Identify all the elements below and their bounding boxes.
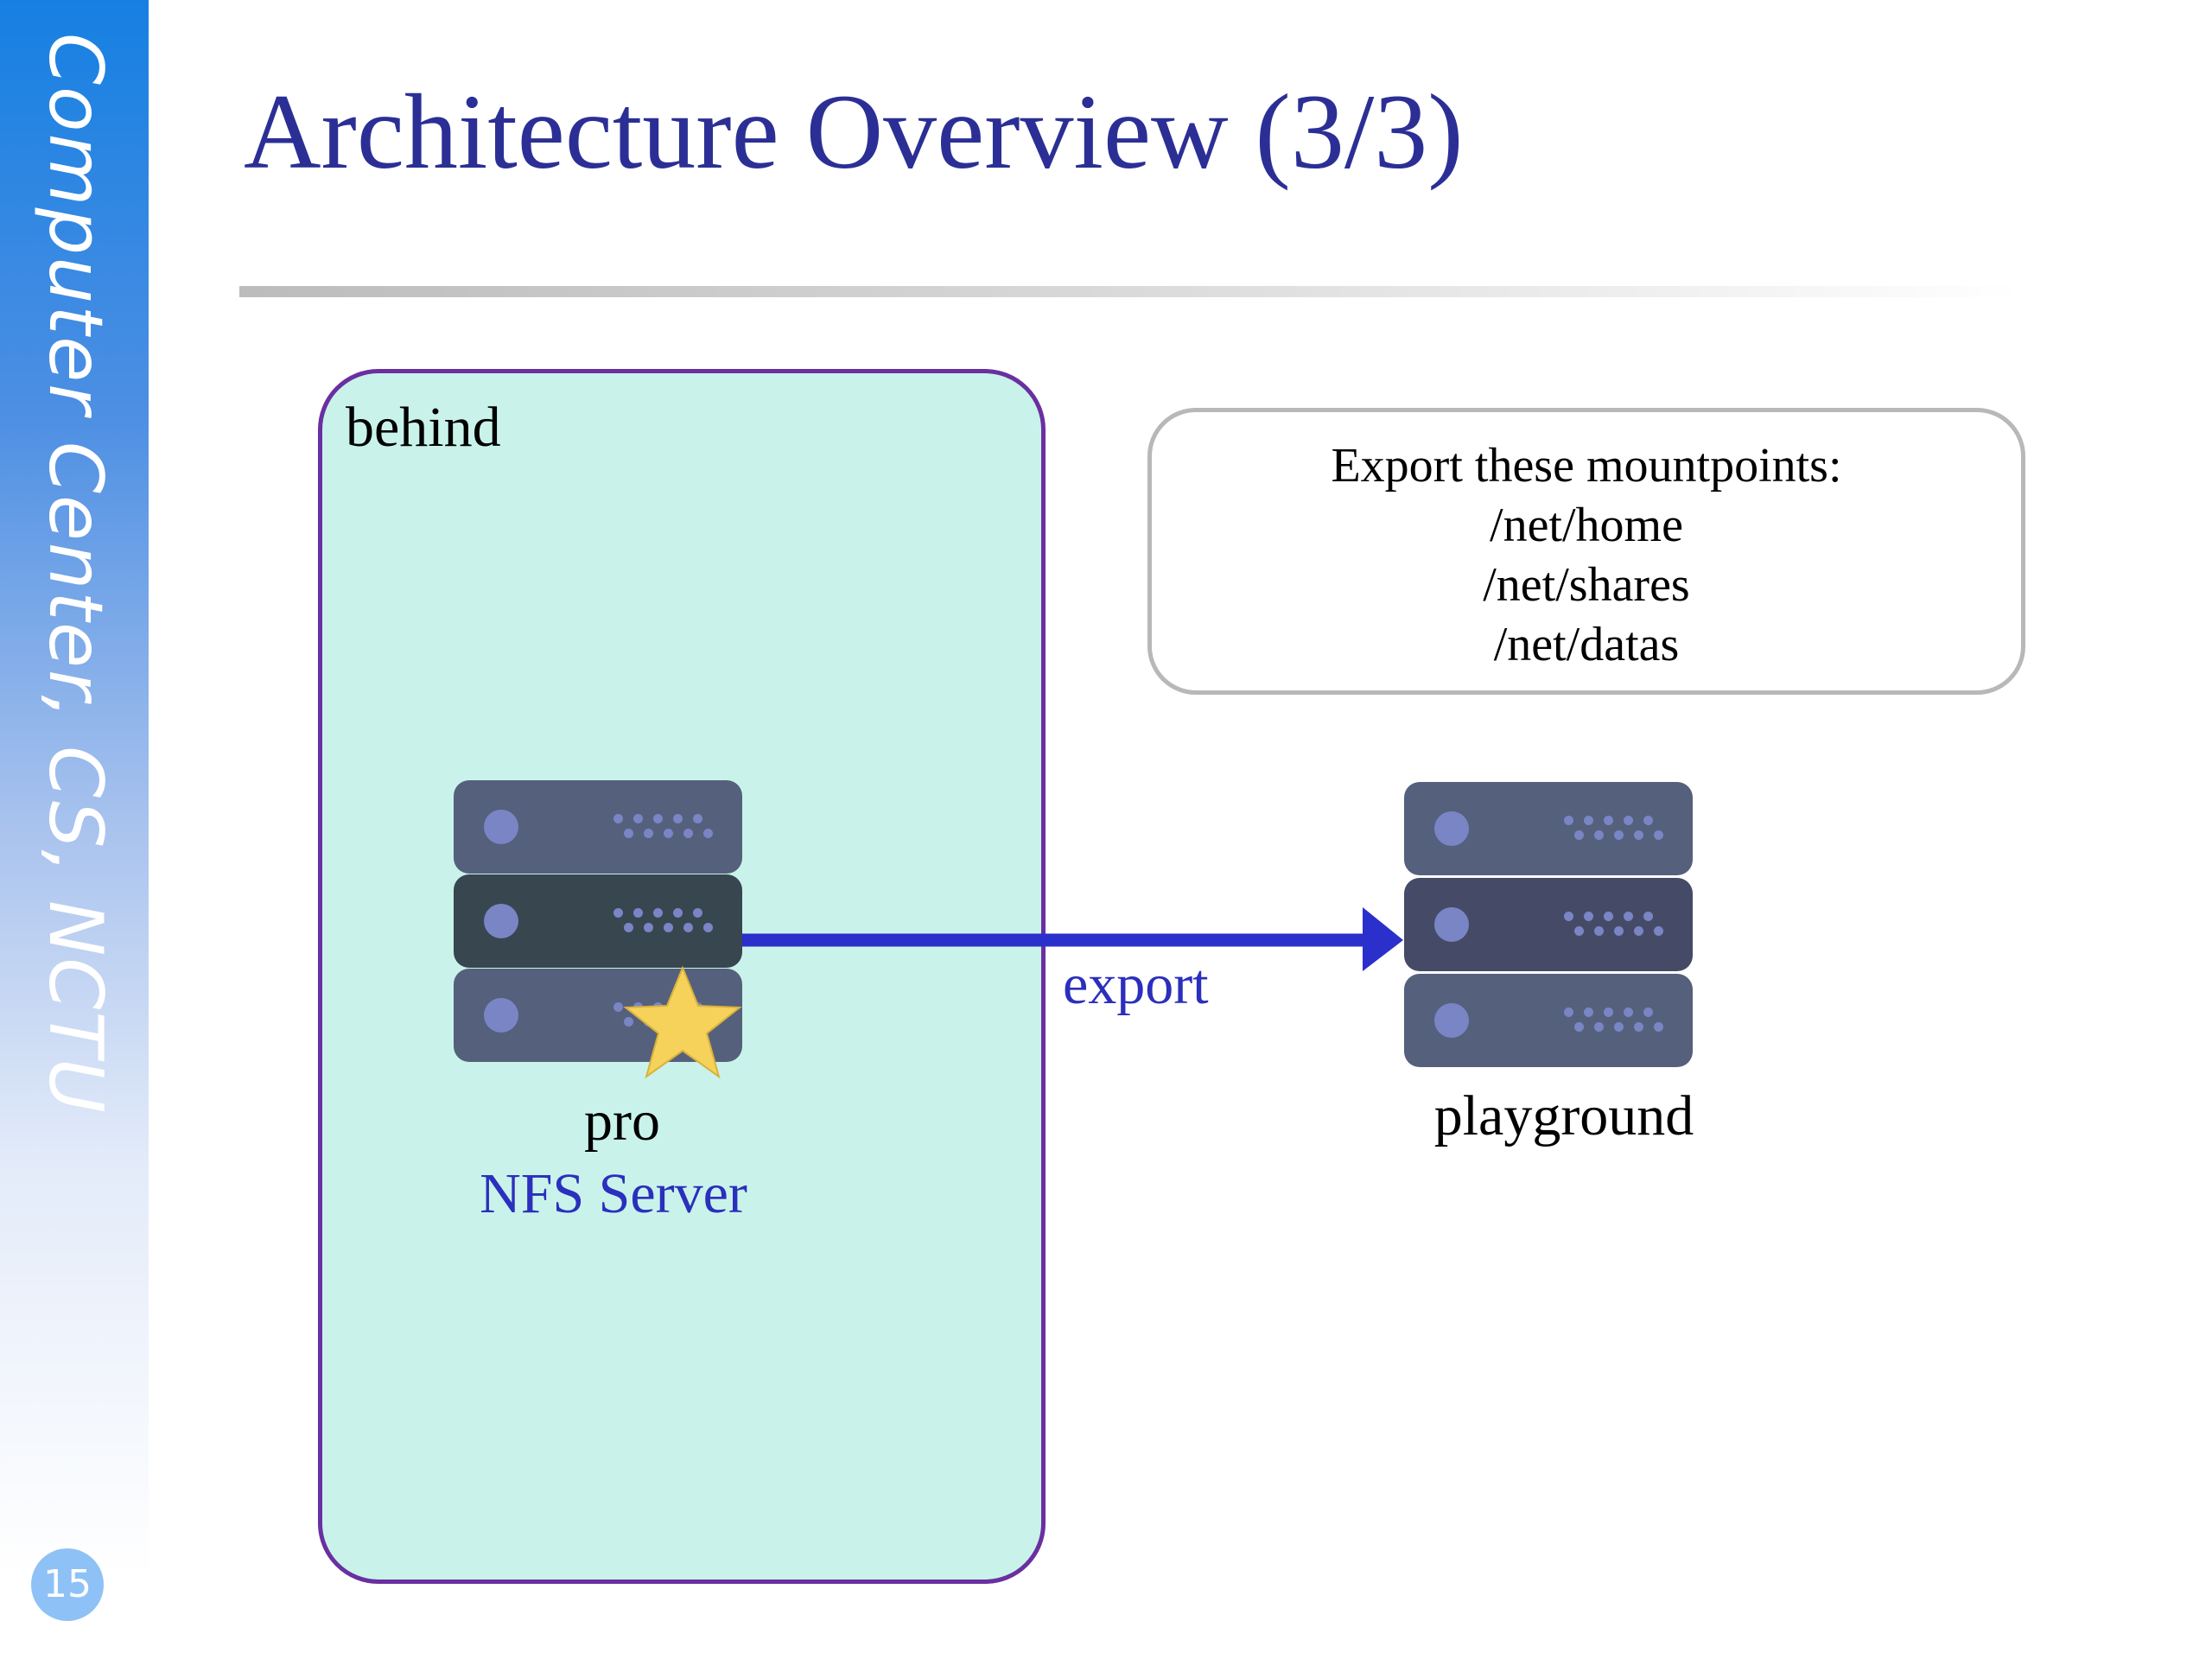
server-icon [1404, 782, 1693, 1067]
led-icon [484, 904, 518, 938]
vent-dot [613, 814, 623, 823]
export-arrow-head [1363, 907, 1403, 971]
node-role-nfs-server: NFS Server [480, 1162, 747, 1225]
slide-title: Architecture Overview (3/3) [244, 73, 1464, 191]
page-number-badge: 15 [31, 1548, 104, 1621]
vent-dot [693, 908, 702, 918]
vent-dot [673, 908, 683, 918]
vent-dot [613, 908, 623, 918]
vent-dot [673, 814, 683, 823]
vent-dot [1584, 1007, 1593, 1017]
server-unit [454, 780, 742, 874]
vent-dot [633, 814, 643, 823]
vent-dot [1594, 830, 1604, 840]
vent-dot [703, 923, 713, 932]
led-icon [1434, 1003, 1469, 1038]
vent-dot [1604, 1007, 1613, 1017]
server-unit [1404, 974, 1693, 1067]
vent-dot [1584, 816, 1593, 825]
vent-dot [1604, 816, 1613, 825]
edge-label-export: export [1063, 953, 1209, 1016]
sidebar: Computer Center, CS, NCTU 15 [0, 0, 149, 1659]
server-unit [454, 874, 742, 968]
vent-dot [1654, 1022, 1663, 1032]
server-unit [1404, 878, 1693, 971]
vent-dot [624, 923, 633, 932]
server-unit [1404, 782, 1693, 875]
vent-dot [624, 829, 633, 838]
vent-dot [1634, 830, 1643, 840]
led-icon [484, 998, 518, 1033]
led-icon [1434, 811, 1469, 846]
vent-dot [653, 814, 663, 823]
vent-dot [1564, 912, 1573, 921]
mountpoint-home: /net/home [1490, 499, 1683, 552]
vent-dot [1584, 912, 1593, 921]
led-icon [484, 810, 518, 844]
vent-dot [1654, 830, 1663, 840]
vent-dot [1564, 816, 1573, 825]
vent-dots [1564, 907, 1668, 942]
vent-dots [1564, 1003, 1668, 1038]
vent-dot [693, 814, 702, 823]
vent-dot [644, 923, 653, 932]
vent-dot [1643, 1007, 1653, 1017]
vent-dot [664, 829, 673, 838]
vent-dots [1564, 811, 1668, 846]
zone-label: behind [346, 396, 501, 459]
vent-dot [1594, 1022, 1604, 1032]
vent-dot [624, 1017, 633, 1027]
mountpoint-shares: /net/shares [1483, 558, 1690, 612]
vent-dot [1654, 926, 1663, 936]
vent-dot [1614, 1022, 1624, 1032]
vent-dot [1604, 912, 1613, 921]
vent-dot [644, 829, 653, 838]
vent-dot [1643, 816, 1653, 825]
vent-dot [1624, 1007, 1633, 1017]
mountpoints-note: Export these mountpoints: /net/home /net… [1147, 408, 2025, 695]
vent-dot [1624, 912, 1633, 921]
vent-dot [613, 1002, 623, 1012]
vent-dot [1574, 1022, 1584, 1032]
vent-dot [683, 923, 693, 932]
vent-dot [1634, 1022, 1643, 1032]
vent-dot [1564, 1007, 1573, 1017]
vent-dot [633, 908, 643, 918]
vent-dot [1614, 926, 1624, 936]
vent-dot [1614, 830, 1624, 840]
node-label-playground: playground [1433, 1084, 1694, 1147]
led-icon [1434, 907, 1469, 942]
vent-dot [683, 829, 693, 838]
vent-dot [703, 829, 713, 838]
title-divider [239, 286, 2019, 297]
vent-dot [1634, 926, 1643, 936]
vent-dot [1574, 926, 1584, 936]
vent-dot [1574, 830, 1584, 840]
vent-dot [664, 923, 673, 932]
node-label-pro: pro [584, 1090, 660, 1153]
note-heading: Export these mountpoints: [1331, 439, 1842, 493]
vent-dot [1624, 816, 1633, 825]
vent-dots [613, 810, 717, 844]
vent-dot [1643, 912, 1653, 921]
vent-dot [653, 908, 663, 918]
vent-dot [1594, 926, 1604, 936]
vent-dots [613, 904, 717, 938]
star-icon [623, 966, 742, 1079]
mountpoint-datas: /net/datas [1493, 618, 1680, 671]
